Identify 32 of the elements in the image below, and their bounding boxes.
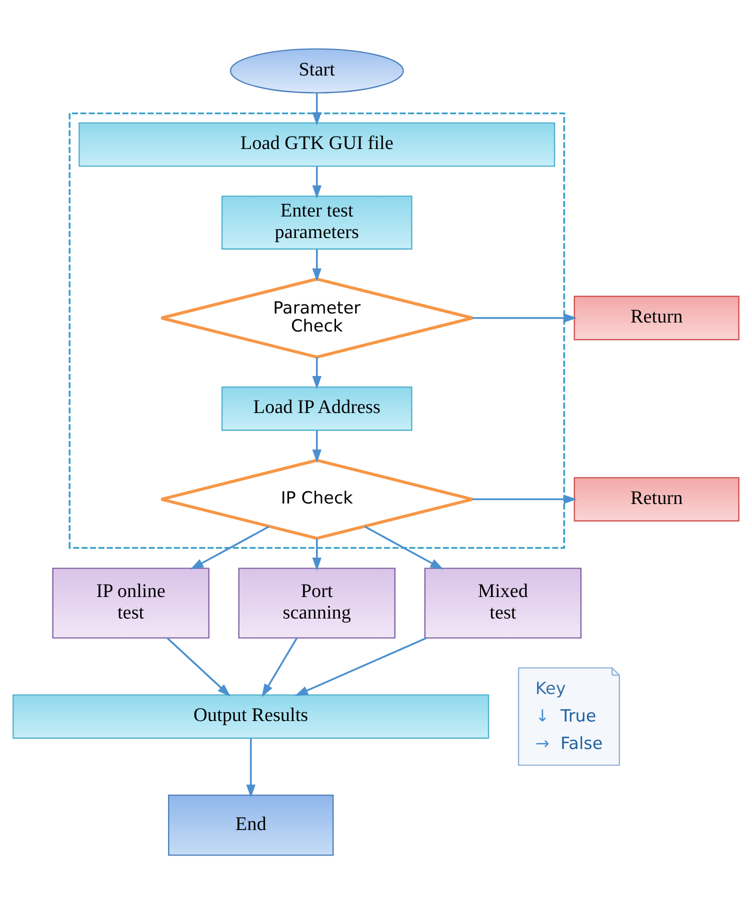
arrow [262,637,298,698]
arrow [472,494,577,504]
node-ellipse: Start [230,48,404,94]
label: Key [535,678,566,698]
node-box: Port scanning [238,568,396,639]
arrow [246,738,256,798]
node-box: Enter test parameters [221,196,412,250]
node-box: Mixed test [424,568,582,639]
label: ↓ [535,706,550,726]
arrow [166,637,231,697]
node-box: Output Results [12,694,490,739]
node-box: Load GTK GUI file [78,122,556,167]
arrow [472,313,577,323]
arrow [312,93,322,126]
arrow [364,526,444,570]
label: → [535,733,550,754]
arrow [312,430,322,463]
node-diamond: IP Check [160,458,474,540]
arrow [312,166,322,199]
arrow [312,538,322,571]
node-box: End [168,794,334,856]
node-box: Load IP Address [221,386,412,431]
arrow [312,357,322,390]
node-box: Return [574,296,740,340]
legend-label: False [560,733,603,754]
arrow [190,526,270,570]
node-box: IP online test [52,568,210,639]
arrow [294,637,427,696]
legend-label: True [560,706,596,726]
node-diamond: Parameter Check [160,277,474,359]
arrow [312,249,322,282]
node-box: Return [574,477,740,522]
